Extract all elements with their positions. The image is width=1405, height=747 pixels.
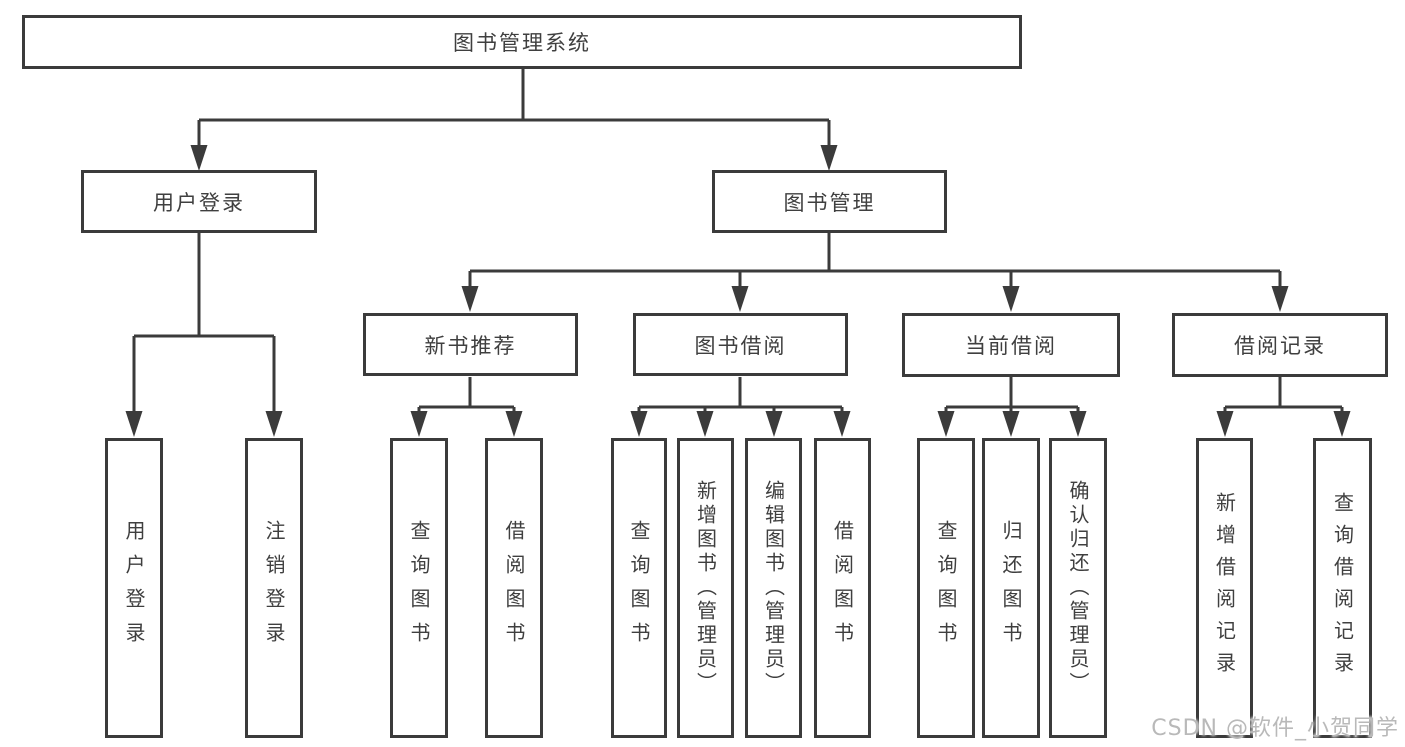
connectors-book-borrow-group xyxy=(637,377,844,414)
watermark: CSDN @软件_小贺同学 xyxy=(1151,716,1399,741)
leaf-borrow-books-recommend: 借阅图书 xyxy=(485,438,543,738)
node-root: 图书管理系统 xyxy=(22,15,1022,69)
leaf-add-borrow-record: 新增借阅记录 xyxy=(1196,438,1253,738)
arrow-down-icon xyxy=(630,411,648,437)
leaf-query-borrow-record: 查询借阅记录 xyxy=(1313,438,1372,738)
arrow-down-icon xyxy=(1216,411,1234,437)
connectors-root-to-level2 xyxy=(197,69,831,146)
arrow-down-icon xyxy=(1333,411,1351,437)
connectors-borrow-records-group xyxy=(1223,377,1344,414)
leaf-return-book: 归还图书 xyxy=(982,438,1040,738)
arrow-down-icon xyxy=(820,145,838,171)
arrow-down-icon xyxy=(1002,286,1020,312)
leaf-query-books-current: 查询图书 xyxy=(917,438,975,738)
node-book-management: 图书管理 xyxy=(712,170,947,233)
arrow-down-icon xyxy=(765,411,783,437)
arrow-down-icon xyxy=(461,286,479,312)
node-book-borrow: 图书借阅 xyxy=(633,313,848,376)
arrow-down-icon xyxy=(731,286,749,312)
arrow-down-icon xyxy=(833,411,851,437)
connectors-book-management-to-level3 xyxy=(468,233,1282,289)
node-current-borrow: 当前借阅 xyxy=(902,313,1120,377)
leaf-logout: 注销登录 xyxy=(245,438,303,738)
connectors-current-borrow-group xyxy=(944,377,1080,414)
arrow-down-icon xyxy=(1271,286,1289,312)
connectors-new-book-recommend-group xyxy=(417,377,516,414)
leaf-confirm-return-admin: 确认归还（管理员） xyxy=(1049,438,1107,738)
arrow-down-icon xyxy=(696,411,714,437)
arrow-down-icon xyxy=(125,411,143,437)
leaf-user-login: 用户登录 xyxy=(105,438,163,738)
node-borrow-records: 借阅记录 xyxy=(1172,313,1388,377)
leaf-add-book-admin: 新增图书（管理员） xyxy=(677,438,734,738)
arrow-down-icon xyxy=(265,411,283,437)
leaf-query-books-recommend: 查询图书 xyxy=(390,438,448,738)
arrow-down-icon xyxy=(937,411,955,437)
arrowhead-icons xyxy=(125,145,1351,437)
leaf-borrow-books: 借阅图书 xyxy=(814,438,871,738)
arrow-down-icon xyxy=(410,411,428,437)
node-user-login: 用户登录 xyxy=(81,170,317,233)
arrow-down-icon xyxy=(1002,411,1020,437)
arrow-down-icon xyxy=(190,145,208,171)
arrow-down-icon xyxy=(505,411,523,437)
node-new-book-recommend: 新书推荐 xyxy=(363,313,578,376)
connectors-user-login-group xyxy=(132,233,276,414)
arrow-down-icon xyxy=(1069,411,1087,437)
leaf-edit-book-admin: 编辑图书（管理员） xyxy=(745,438,802,738)
leaf-query-books-borrow: 查询图书 xyxy=(611,438,667,738)
